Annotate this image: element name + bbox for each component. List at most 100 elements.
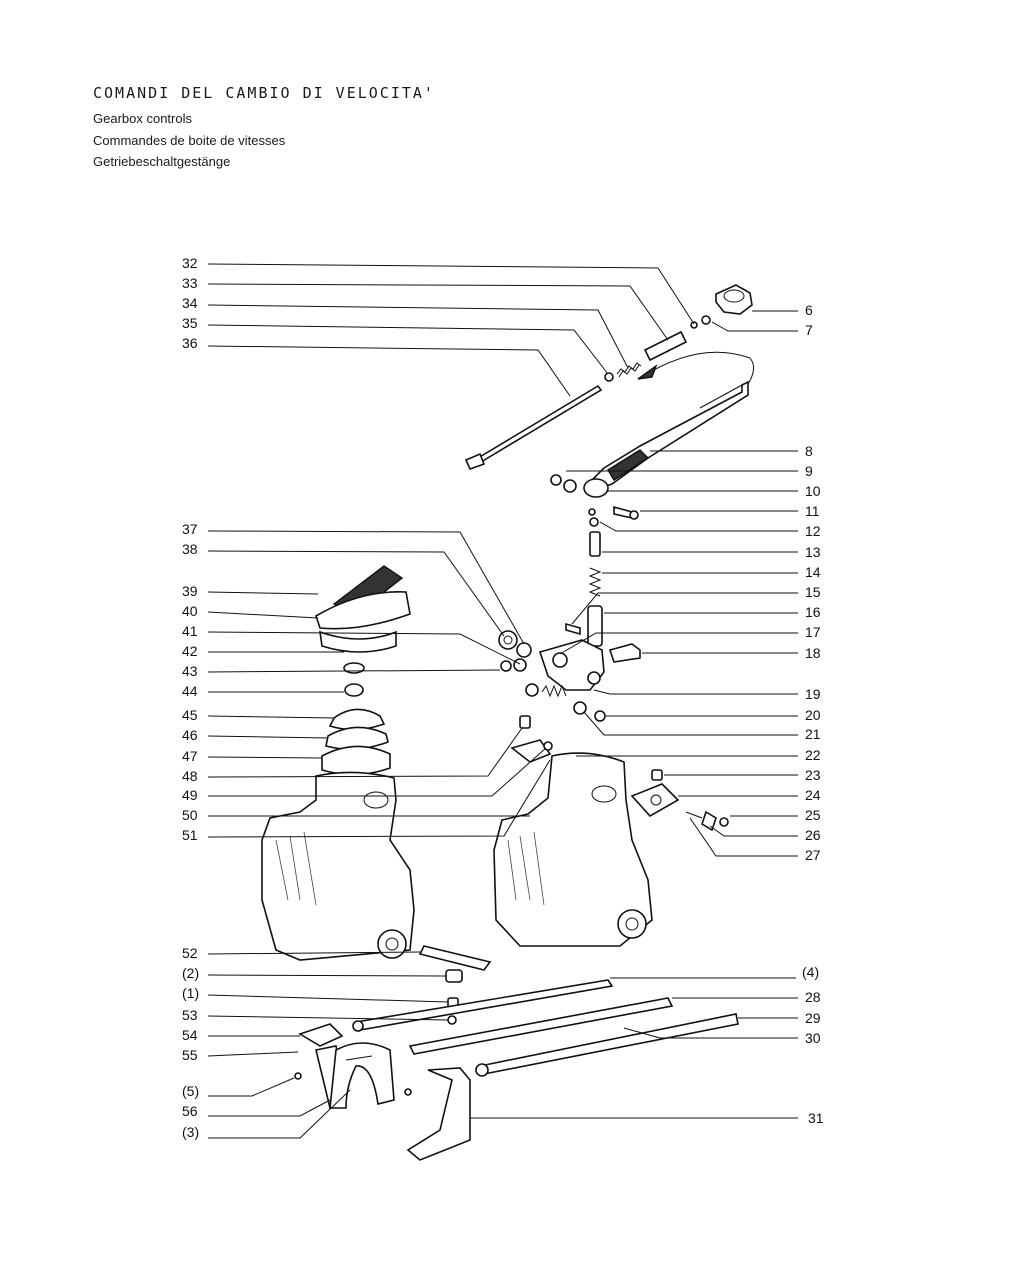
svg-text:48: 48 [182, 768, 198, 784]
svg-text:40: 40 [182, 603, 198, 619]
svg-text:23: 23 [805, 767, 821, 783]
gearbox-housing-right [493, 715, 653, 947]
cover-discs [321, 708, 391, 776]
callout-37: 37 [182, 521, 525, 645]
callout-34: 34 [182, 295, 629, 369]
svg-text:46: 46 [182, 727, 198, 743]
svg-text:50: 50 [182, 807, 198, 823]
svg-text:14: 14 [805, 564, 821, 580]
callout-56: 56 [182, 1099, 331, 1119]
callout-3: (3) [182, 1089, 351, 1140]
svg-text:26: 26 [805, 827, 821, 843]
callout-1: (1) [182, 985, 449, 1003]
side-cover-plate [630, 769, 729, 832]
callout-32: 32 [182, 255, 695, 325]
callout-43: 43 [182, 663, 501, 679]
page-title: COMANDI DEL CAMBIO DI VELOCITA' [93, 84, 435, 102]
svg-text:11: 11 [805, 503, 820, 519]
callout-40: 40 [182, 603, 319, 619]
callout-2: (2) [182, 965, 447, 981]
svg-text:30: 30 [805, 1030, 821, 1046]
callout-17: 17 [559, 624, 821, 655]
callout-5: (5) [182, 1077, 295, 1099]
svg-text:6: 6 [805, 302, 813, 318]
push-rod [464, 384, 603, 471]
svg-text:9: 9 [805, 463, 813, 479]
svg-text:(5): (5) [182, 1083, 199, 1099]
svg-text:38: 38 [182, 541, 198, 557]
svg-text:31: 31 [808, 1110, 824, 1126]
svg-text:7: 7 [805, 322, 813, 338]
callout-15: 15 [571, 584, 821, 625]
selector-spring [525, 683, 606, 722]
svg-text:(3): (3) [182, 1124, 199, 1140]
callouts-right: 6 7 8 9 10 11 [470, 302, 824, 1126]
svg-text:39: 39 [182, 583, 198, 599]
callout-14: 14 [602, 564, 821, 580]
subtitle-english: Gearbox controls [93, 111, 192, 126]
gear-knob [690, 284, 753, 329]
svg-text:33: 33 [182, 275, 198, 291]
svg-text:19: 19 [805, 686, 821, 702]
gear-lever [583, 380, 749, 498]
selector-plunger [565, 531, 603, 647]
svg-text:20: 20 [805, 707, 821, 723]
lever-sleeve-and-spring [604, 330, 688, 382]
callout-33: 33 [182, 275, 669, 341]
svg-text:27: 27 [805, 847, 821, 863]
callout-11: 11 [640, 503, 820, 519]
svg-text:54: 54 [182, 1027, 198, 1043]
callout-39: 39 [182, 583, 319, 599]
callout-31: 31 [470, 1110, 824, 1126]
callouts-left: 32 33 34 35 36 37 [182, 255, 695, 1140]
callout-45: 45 [182, 707, 335, 723]
svg-text:22: 22 [805, 747, 821, 763]
svg-text:41: 41 [182, 623, 198, 639]
callout-52: 52 [182, 945, 421, 961]
svg-text:43: 43 [182, 663, 198, 679]
callout-49: 49 [182, 747, 547, 803]
callout-55: 55 [182, 1047, 299, 1063]
svg-text:18: 18 [805, 645, 821, 661]
subtitle-french: Commandes de boite de vitesses [93, 132, 286, 148]
svg-text:36: 36 [182, 335, 198, 351]
svg-text:42: 42 [182, 643, 198, 659]
svg-text:35: 35 [182, 315, 198, 331]
callout-35: 35 [182, 315, 609, 375]
callout-51: 51 [182, 759, 551, 843]
svg-text:(1): (1) [182, 985, 199, 1001]
callout-9: 9 [566, 463, 813, 479]
callout-30: 30 [623, 1027, 821, 1046]
svg-text:56: 56 [182, 1103, 198, 1119]
callout-13: 13 [602, 544, 821, 560]
svg-text:53: 53 [182, 1007, 198, 1023]
svg-text:17: 17 [805, 624, 821, 640]
callout-8: 8 [650, 443, 813, 459]
callout-23: 23 [664, 767, 821, 783]
callout-7: 7 [711, 321, 813, 338]
svg-text:52: 52 [182, 945, 198, 961]
callout-27: 27 [689, 817, 821, 863]
callout-26: 26 [709, 825, 821, 843]
svg-text:51: 51 [182, 827, 198, 843]
svg-text:32: 32 [182, 255, 198, 271]
svg-text:8: 8 [805, 443, 813, 459]
svg-text:13: 13 [805, 544, 821, 560]
callout-44: 44 [182, 683, 344, 699]
svg-text:28: 28 [805, 989, 821, 1005]
callout-6: 6 [752, 302, 813, 318]
svg-text:45: 45 [182, 707, 198, 723]
callout-19: 19 [593, 686, 821, 702]
svg-text:37: 37 [182, 521, 198, 537]
callout-28: 28 [672, 989, 821, 1005]
rotation-arrow [637, 351, 754, 385]
callout-38: 38 [182, 541, 505, 637]
title-block: COMANDI DEL CAMBIO DI VELOCITA' Gearbox … [93, 84, 435, 173]
exploded-view-artwork [261, 284, 754, 1161]
svg-text:21: 21 [805, 726, 821, 742]
callout-25: 25 [730, 807, 821, 823]
callout-20: 20 [606, 707, 821, 723]
callout-12: 12 [599, 521, 821, 539]
